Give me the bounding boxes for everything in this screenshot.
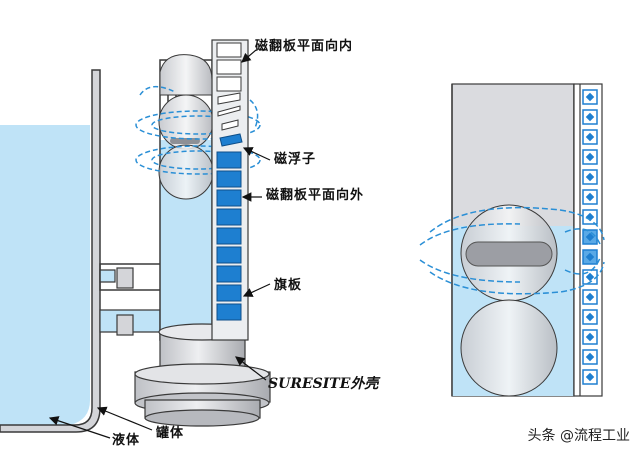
tank [0,59,177,433]
detail-magnet [465,241,553,267]
gauge-chamber [134,59,271,427]
tank-liquid [0,125,90,400]
label-flap-inward: 磁翻板平面向内 [255,38,353,54]
label-flag-plate: 旗板 [274,277,302,293]
flaps-inward [216,42,242,131]
arrow-icon [96,406,153,431]
lower-flange [116,314,134,336]
arrow-icon [241,49,257,63]
arrow-icon [242,147,271,161]
detail-flaps [582,89,598,385]
detail-flap-dot [585,332,595,342]
label-float: 磁浮子 [274,151,316,167]
watermark-text: 头条 @流程工业 [528,427,630,444]
label-liquid: 液体 [112,432,140,448]
tank-liquid-bottom [0,400,90,425]
detail-flap-dot [585,292,595,302]
detail-ball-lower [460,299,558,397]
field-lines-right [419,206,605,295]
detail-flap-dot [585,372,595,382]
float-magnet [170,138,200,144]
detail-flap-dot [585,352,595,362]
label-housing: SURESITE外壳 [268,375,381,392]
arrow-icon [235,356,267,381]
flange-base-top [134,363,270,385]
detail-flap-dot [585,312,595,322]
float-top-cap [159,54,213,96]
field-lines-left [135,86,261,175]
flap-column [211,39,249,341]
flange-base-lower-bottom [144,409,260,427]
upper-flange [116,267,134,289]
arrow-icon [242,283,271,297]
detail-flap-dot [585,272,595,282]
flaps-outward [216,133,243,321]
label-tank: 罐体 [155,425,184,441]
tank-wall [0,69,101,433]
watermark: 头条 @流程工业 [528,427,630,444]
annotations: 磁翻板平面向内 磁浮子 磁翻板平面向外 旗板 SURESITE外壳 液体 罐体 [48,38,381,448]
arrow-icon [48,416,111,439]
detail-view [419,83,605,397]
label-flap-outward: 磁翻板平面向外 [266,187,364,203]
magnetic-float [135,54,261,200]
upper-nozzle [99,269,116,283]
